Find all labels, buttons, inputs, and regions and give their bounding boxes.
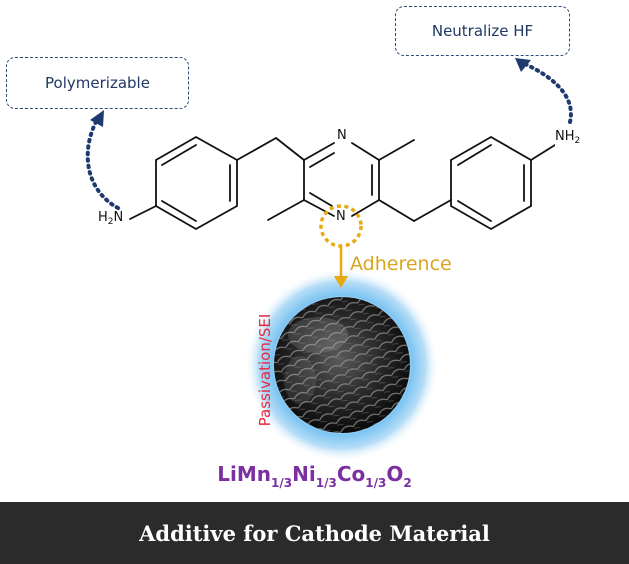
amine-right-subscript: 2 xyxy=(574,136,581,146)
neutralize-hf-label: Neutralize HF xyxy=(431,22,534,40)
amine-right-nh: NH xyxy=(555,129,575,144)
neutralize-hf-box: Neutralize HF xyxy=(395,6,570,56)
arrowhead-right xyxy=(515,58,531,72)
formula-part-limn: LiMn xyxy=(217,462,272,486)
formula-sub-ni: 1/3 xyxy=(315,476,337,490)
amine-left-n: N xyxy=(113,210,124,225)
cathode-formula: LiMn1/3Ni1/3Co1/3O2 xyxy=(0,462,629,490)
particle-texture xyxy=(274,297,410,433)
adherence-circle xyxy=(319,204,363,248)
pyrazine-nitrogen-bottom: N xyxy=(336,209,346,224)
formula-part-ni: Ni xyxy=(292,462,316,486)
adherence-label: Adherence xyxy=(350,253,452,275)
formula-sub-co: 1/3 xyxy=(365,476,387,490)
polymerizable-label: Polymerizable xyxy=(45,74,150,92)
pyrazine-nitrogen-top: N xyxy=(337,128,347,143)
banner-title: Additive for Cathode Material xyxy=(139,520,490,546)
arrowhead-left xyxy=(90,110,104,127)
amine-left-subscript: 2 xyxy=(107,217,114,227)
adherence-arrowhead xyxy=(334,276,348,288)
amine-left-label: H2N xyxy=(98,210,124,229)
amine-right-label: NH2 xyxy=(555,129,581,148)
formula-part-o: O xyxy=(386,462,404,486)
amine-left-h: H xyxy=(98,210,108,225)
title-banner: Additive for Cathode Material xyxy=(0,502,629,564)
formula-sub-mn: 1/3 xyxy=(271,476,293,490)
formula-part-co: Co xyxy=(336,462,366,486)
polymerizable-box: Polymerizable xyxy=(6,57,189,109)
formula-sub-o: 2 xyxy=(403,476,412,490)
passivation-label: Passivation/SEI xyxy=(256,313,274,427)
molecule-bonds xyxy=(129,135,556,231)
dotted-arrows xyxy=(85,61,573,210)
